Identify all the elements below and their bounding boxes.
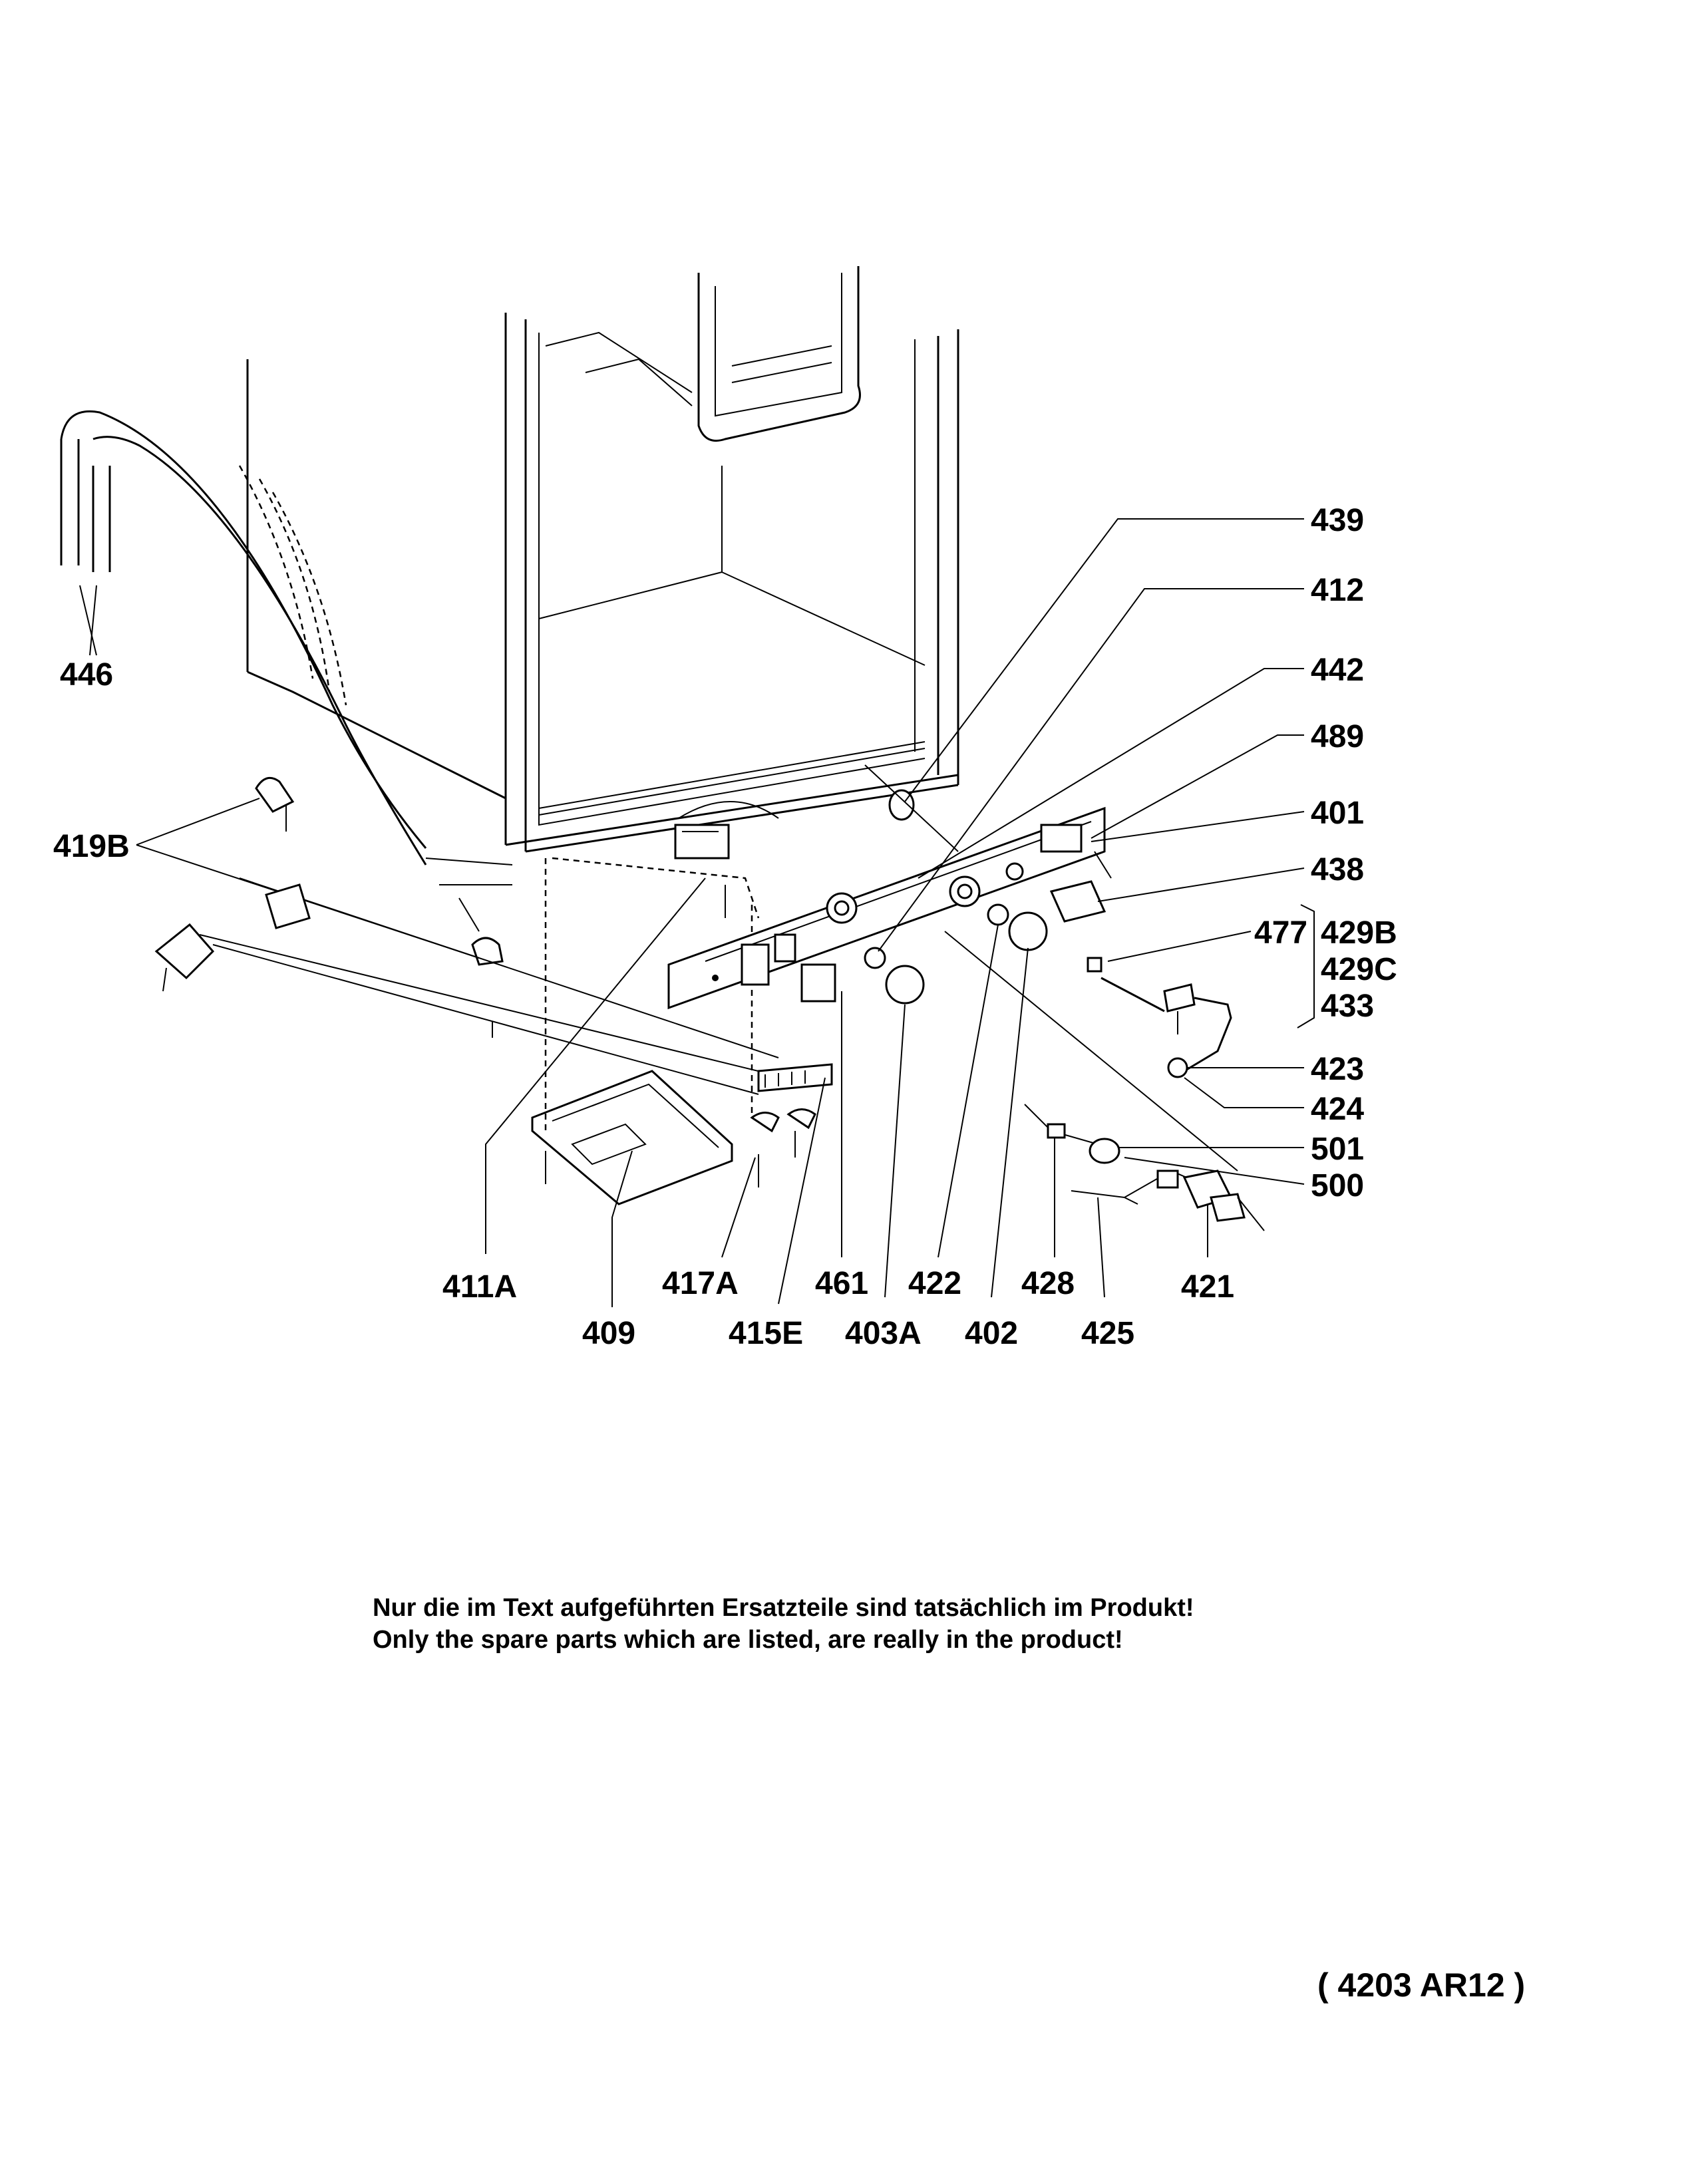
label-409: 409 xyxy=(582,1316,635,1351)
label-461: 461 xyxy=(815,1266,868,1301)
label-402: 402 xyxy=(965,1316,1018,1351)
cable-assembly xyxy=(60,410,513,932)
label-423: 423 xyxy=(1311,1052,1364,1087)
control-panel xyxy=(667,806,1106,1010)
diagram-reference-code: ( 4203 AR12 ) xyxy=(1317,1966,1526,2004)
plug-harness xyxy=(154,877,833,1133)
label-501: 501 xyxy=(1311,1132,1364,1167)
label-429C: 429C xyxy=(1321,952,1397,987)
label-411A: 411A xyxy=(442,1269,517,1305)
label-421: 421 xyxy=(1181,1269,1234,1305)
leader-lines xyxy=(485,518,1315,1307)
label-477: 477 xyxy=(1254,915,1307,951)
gas-valve-assembly xyxy=(1024,1104,1265,1231)
label-403A: 403A xyxy=(845,1316,922,1351)
label-419B: 419B xyxy=(53,829,130,864)
panel-components xyxy=(800,764,1238,1171)
label-439: 439 xyxy=(1311,503,1364,538)
label-412: 412 xyxy=(1311,573,1364,608)
label-415E: 415E xyxy=(729,1316,803,1351)
label-429B: 429B xyxy=(1321,915,1397,951)
label-422: 422 xyxy=(908,1266,961,1301)
label-401: 401 xyxy=(1311,796,1364,831)
label-446: 446 xyxy=(60,657,113,693)
cover-bracket xyxy=(531,1070,796,1205)
label-438: 438 xyxy=(1311,852,1364,887)
leader-419B-a xyxy=(136,798,260,846)
cable-clamps xyxy=(255,776,504,1038)
cabinet xyxy=(246,266,959,853)
leader-446b xyxy=(89,585,97,656)
label-442: 442 xyxy=(1311,653,1364,688)
leader-446 xyxy=(79,585,97,656)
label-425: 425 xyxy=(1081,1316,1134,1351)
label-500: 500 xyxy=(1311,1168,1364,1203)
label-424: 424 xyxy=(1311,1092,1364,1127)
label-417A: 417A xyxy=(662,1266,739,1301)
label-489: 489 xyxy=(1311,719,1364,754)
spare-parts-note-german: Nur die im Text aufgeführten Ersatzteile… xyxy=(373,1594,1194,1622)
label-428: 428 xyxy=(1021,1266,1075,1301)
label-433: 433 xyxy=(1321,989,1374,1024)
electrode-assembly xyxy=(1087,957,1232,1078)
spare-parts-note-english: Only the spare parts which are listed, a… xyxy=(373,1626,1123,1654)
